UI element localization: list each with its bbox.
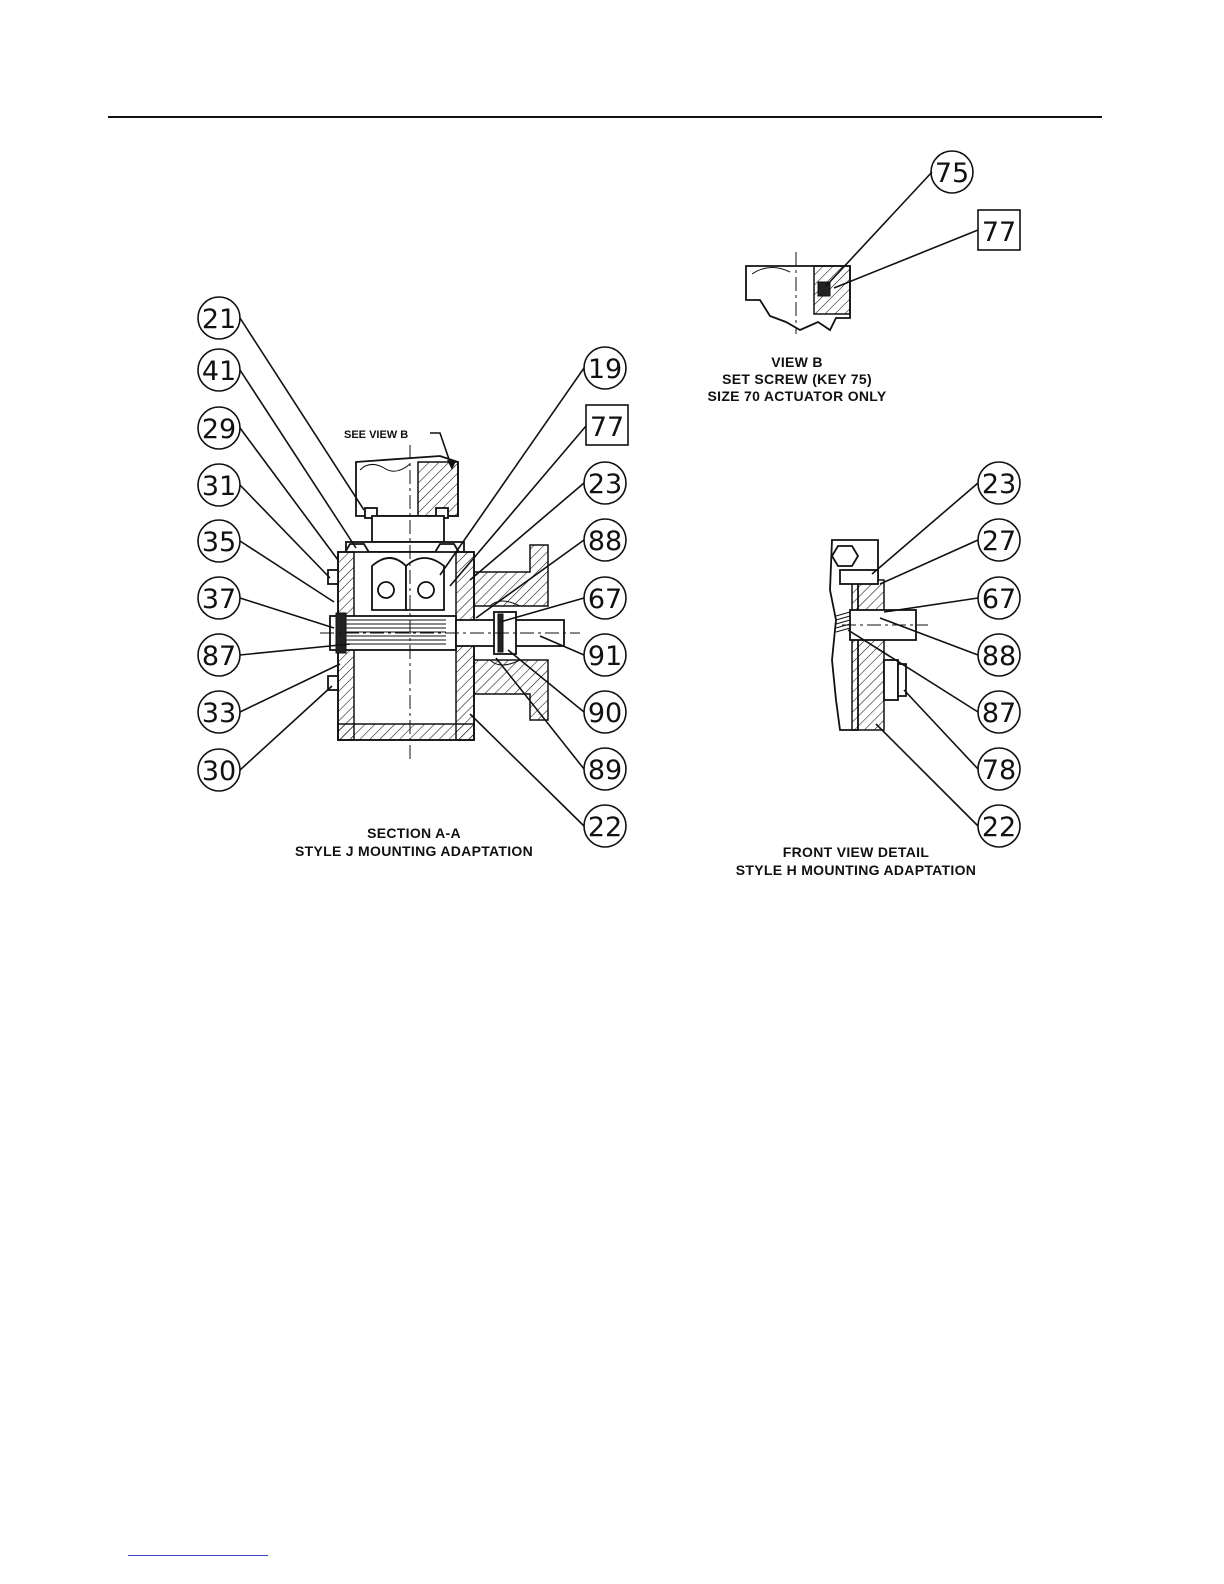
callout-right-1: 19 [584, 347, 626, 389]
front-view-callout-4: 88 [978, 634, 1020, 676]
svg-text:27: 27 [982, 526, 1016, 557]
section-aa-caption-2: STYLE J MOUNTING ADAPTATION [295, 843, 533, 859]
callout-right-6: 91 [584, 634, 626, 676]
view-b-drawing [746, 252, 850, 334]
svg-text:22: 22 [982, 812, 1016, 843]
svg-text:77: 77 [590, 412, 624, 443]
callout-right-9: 22 [584, 805, 626, 847]
svg-text:87: 87 [202, 641, 236, 672]
view-b-callout-77-boxed: 77 [978, 210, 1020, 250]
svg-text:19: 19 [588, 354, 622, 385]
svg-text:37: 37 [202, 584, 236, 615]
front-view-callout-7: 22 [978, 805, 1020, 847]
svg-text:22: 22 [588, 812, 622, 843]
see-view-b-label: SEE VIEW B [344, 429, 408, 441]
callout-left-4: 31 [198, 464, 240, 506]
svg-text:33: 33 [202, 698, 236, 729]
callout-left-9: 30 [198, 749, 240, 791]
svg-text:35: 35 [202, 527, 236, 558]
front-view-callout-1: 23 [978, 462, 1020, 504]
svg-text:31: 31 [202, 471, 236, 502]
view-b-caption-2: SET SCREW (KEY 75) [722, 371, 872, 387]
view-b-caption-1: VIEW B [771, 354, 823, 370]
callout-right-8: 89 [584, 748, 626, 790]
front-view-callout-5: 87 [978, 691, 1020, 733]
svg-text:88: 88 [588, 526, 622, 557]
svg-text:21: 21 [202, 304, 236, 335]
callout-right-2-boxed: 77 [586, 405, 628, 445]
callout-right-3: 23 [584, 462, 626, 504]
svg-text:89: 89 [588, 755, 622, 786]
front-view-caption-1: FRONT VIEW DETAIL [783, 844, 930, 860]
svg-text:29: 29 [202, 414, 236, 445]
callout-right-4: 88 [584, 519, 626, 561]
svg-text:78: 78 [982, 755, 1016, 786]
callout-left-6: 37 [198, 577, 240, 619]
view-b-callout-75: 75 [931, 151, 973, 193]
svg-text:77: 77 [982, 217, 1016, 248]
callout-right-7: 90 [584, 691, 626, 733]
svg-text:23: 23 [982, 469, 1016, 500]
front-view-callout-2: 27 [978, 519, 1020, 561]
front-view-callout-6: 78 [978, 748, 1020, 790]
callout-left-5: 35 [198, 520, 240, 562]
svg-text:88: 88 [982, 641, 1016, 672]
svg-text:87: 87 [982, 698, 1016, 729]
svg-text:67: 67 [588, 584, 622, 615]
svg-text:41: 41 [202, 356, 236, 387]
footer-link-underline[interactable] [128, 1555, 268, 1556]
svg-text:90: 90 [588, 698, 622, 729]
svg-text:30: 30 [202, 756, 236, 787]
svg-text:23: 23 [588, 469, 622, 500]
callout-left-2: 41 [198, 349, 240, 391]
callout-left-8: 33 [198, 691, 240, 733]
svg-text:91: 91 [588, 641, 622, 672]
svg-text:75: 75 [935, 158, 969, 189]
callout-left-7: 87 [198, 634, 240, 676]
front-view-caption-2: STYLE H MOUNTING ADAPTATION [736, 862, 976, 878]
section-aa-drawing [320, 445, 580, 760]
section-aa-caption-1: SECTION A-A [367, 825, 461, 841]
view-b-caption-3: SIZE 70 ACTUATOR ONLY [708, 388, 887, 404]
front-view-callout-3: 67 [978, 577, 1020, 619]
callout-right-5: 67 [584, 577, 626, 619]
callout-left-1: 21 [198, 297, 240, 339]
callout-left-3: 29 [198, 407, 240, 449]
svg-text:67: 67 [982, 584, 1016, 615]
